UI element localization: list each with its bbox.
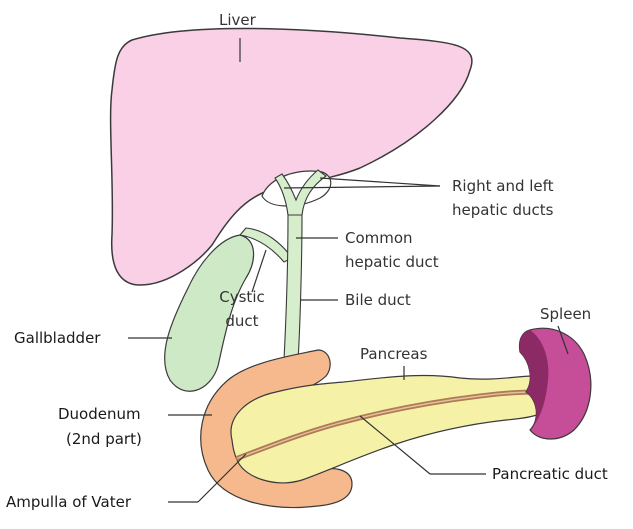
liver-label: Liver <box>219 11 256 30</box>
spleen-label: Spleen <box>540 305 591 324</box>
cystic-duct-label-line1: Cystic <box>212 288 272 307</box>
cystic-duct-label-line2: duct <box>212 312 272 331</box>
gallbladder-label: Gallbladder <box>14 329 100 348</box>
hepatic-ducts-label-line2: hepatic ducts <box>452 201 553 220</box>
pancreas-label: Pancreas <box>360 345 427 364</box>
duodenum-label-line1: Duodenum <box>58 405 141 424</box>
pancreatic-duct-label: Pancreatic duct <box>492 465 608 484</box>
bile-duct-label: Bile duct <box>345 291 411 310</box>
common-hepatic-label-line2: hepatic duct <box>345 253 439 272</box>
leader-hepatic-ducts-left <box>320 178 440 186</box>
hepatic-ducts-label-line1: Right and left <box>452 177 554 196</box>
ampulla-label: Ampulla of Vater <box>6 493 131 512</box>
common-hepatic-label-line1: Common <box>345 229 413 248</box>
duodenum-label-line2: (2nd part) <box>66 430 142 449</box>
